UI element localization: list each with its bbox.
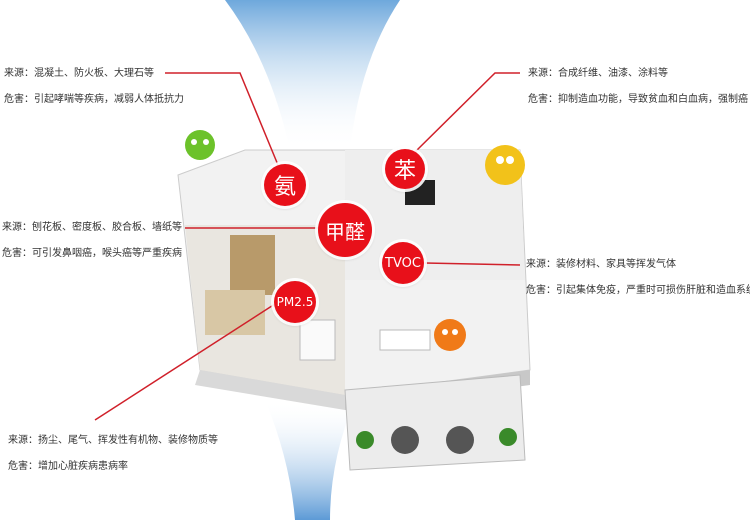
badge-pm25: PM2.5 xyxy=(274,281,316,323)
germ-yellow xyxy=(485,145,525,185)
line-tvoc xyxy=(424,262,521,266)
source-text: 来源：刨花板、密度板、胶合板、墙纸等 xyxy=(2,222,182,233)
airflow-bottom xyxy=(265,400,355,520)
label-formaldehyde: 来源：刨花板、密度板、胶合板、墙纸等 危害：可引发鼻咽癌，喉头癌等严重疾病 xyxy=(2,221,182,273)
harm-text: 危害：抑制造血功能，导致贫血和白血病，强制癌 xyxy=(528,94,748,105)
house xyxy=(177,149,531,471)
harm-text: 危害：引起哮喘等疾病，减弱人体抵抗力 xyxy=(4,94,184,105)
source-text: 来源：扬尘、尾气、挥发性有机物、装修物质等 xyxy=(8,435,218,446)
source-text: 来源：混凝土、防火板、大理石等 xyxy=(4,68,154,79)
source-text: 来源：装修材料、家具等挥发气体 xyxy=(526,259,676,270)
airflow-top xyxy=(225,0,400,150)
badge-formaldehyde: 甲醛 xyxy=(318,203,372,257)
label-benzene: 来源：合成纤维、油漆、涂料等 危害：抑制造血功能，导致贫血和白血病，强制癌 xyxy=(528,67,748,119)
harm-text: 危害：增加心脏疾病患病率 xyxy=(8,461,128,472)
badge-ammonia: 氨 xyxy=(264,164,306,206)
line-pm25 xyxy=(94,301,279,421)
label-ammonia: 来源：混凝土、防火板、大理石等 危害：引起哮喘等疾病，减弱人体抵抗力 xyxy=(4,67,184,119)
source-text: 来源：合成纤维、油漆、涂料等 xyxy=(528,68,668,79)
badge-tvoc: TVOC xyxy=(382,242,424,284)
connector-lines xyxy=(94,72,521,421)
line-ammonia xyxy=(165,72,279,166)
label-tvoc: 来源：装修材料、家具等挥发气体 危害：引起集体免疫，严重时可损伤肝脏和造血系统 xyxy=(526,258,750,310)
line-benzene xyxy=(414,72,520,153)
harm-text: 危害：可引发鼻咽癌，喉头癌等严重疾病 xyxy=(2,248,182,259)
germ-green xyxy=(185,130,215,160)
label-pm25: 来源：扬尘、尾气、挥发性有机物、装修物质等 危害：增加心脏疾病患病率 xyxy=(8,434,218,486)
harm-text: 危害：引起集体免疫，严重时可损伤肝脏和造血系统 xyxy=(526,285,750,296)
badge-benzene: 苯 xyxy=(385,149,425,189)
germ-orange xyxy=(434,319,466,351)
